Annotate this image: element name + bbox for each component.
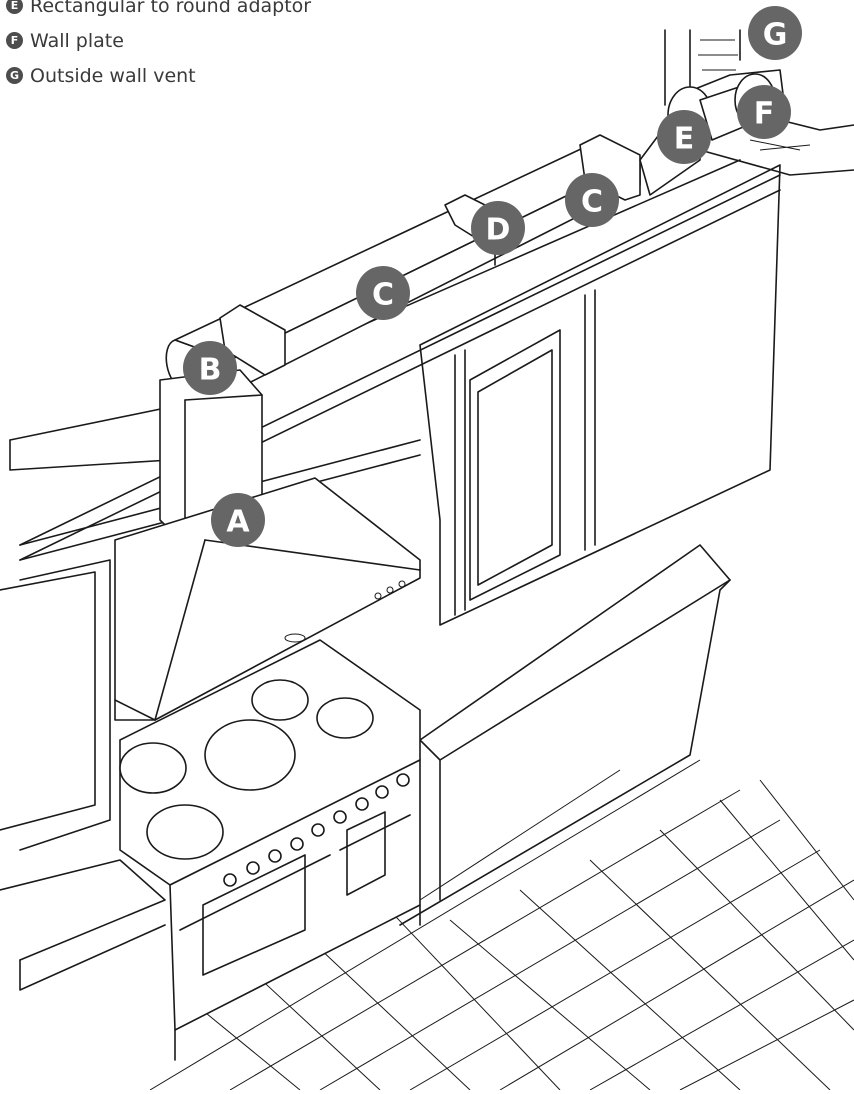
legend-label-g: Outside wall vent (30, 64, 196, 87)
legend-item-e: E Rectangular to round adaptor (6, 0, 311, 23)
legend-letter-f: F (6, 32, 23, 49)
marker-c-lower: C (356, 266, 410, 320)
marker-b: B (183, 341, 237, 395)
floor-tiles (149, 759, 854, 1091)
svg-text:A: A (226, 505, 250, 540)
legend-letter-e: E (6, 0, 23, 14)
svg-text:C: C (581, 185, 603, 220)
marker-a: A (211, 493, 265, 547)
upper-cabinets (19, 159, 781, 626)
parts-legend: E Rectangular to round adaptor F Wall pl… (6, 0, 311, 93)
svg-text:C: C (372, 278, 394, 313)
svg-text:D: D (486, 213, 511, 248)
legend-item-g: G Outside wall vent (6, 58, 311, 93)
left-wall-cabinets (0, 404, 421, 991)
marker-e: E (657, 110, 711, 164)
legend-item-f: F Wall plate (6, 23, 311, 58)
svg-text:F: F (754, 97, 775, 132)
legend-label-e: Rectangular to round adaptor (30, 0, 312, 17)
marker-g: G (748, 6, 802, 60)
legend-label-f: Wall plate (30, 29, 124, 52)
svg-text:E: E (674, 122, 695, 157)
svg-text:B: B (199, 353, 222, 388)
range-cooker (119, 639, 421, 1061)
marker-d: D (471, 201, 525, 255)
marker-f: F (737, 85, 791, 139)
svg-text:G: G (763, 18, 788, 53)
base-cabinets (399, 544, 731, 926)
marker-c-upper: C (565, 173, 619, 227)
legend-letter-g: G (6, 67, 23, 84)
